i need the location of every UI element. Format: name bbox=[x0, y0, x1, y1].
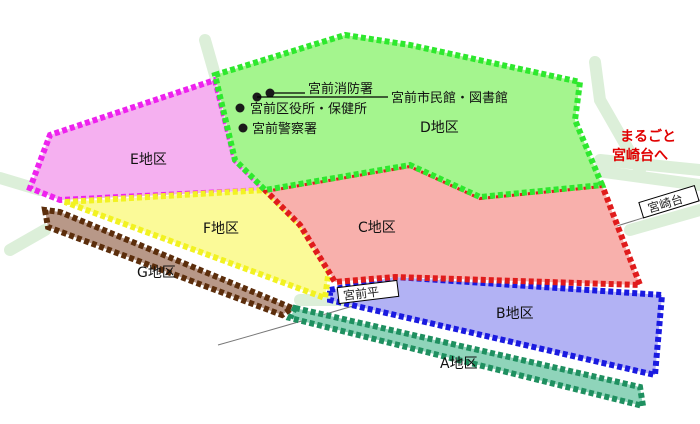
fire-station-label: 宮前消防署 bbox=[308, 81, 373, 97]
station-miyamaedaira[interactable]: 宮前平 bbox=[336, 279, 400, 305]
zone-c-label: C地区 bbox=[358, 220, 396, 236]
station-miyazakidai-box bbox=[638, 184, 700, 219]
fire-station-marker bbox=[265, 88, 275, 98]
zone-d-area[interactable] bbox=[211, 31, 607, 201]
station-miyamaedaira-label: 宮前平 bbox=[342, 284, 380, 303]
facilities: 宮前消防署 宮前市民館・図書館 宮前区役所・保健所 宮前警察署 bbox=[235, 81, 508, 137]
police-station-label: 宮前警察署 bbox=[252, 121, 317, 137]
link-line-1: まるごと bbox=[620, 128, 676, 145]
zone-g-area[interactable] bbox=[41, 206, 299, 319]
link-line-2: 宮崎台へ bbox=[612, 147, 668, 164]
zone-a-area[interactable] bbox=[285, 304, 647, 411]
community-hall-label: 宮前市民館・図書館 bbox=[391, 90, 508, 106]
station-miyamaedaira-box bbox=[336, 279, 400, 305]
ward-office-label: 宮前区役所・保健所 bbox=[250, 101, 367, 117]
zone-a-label: A地区 bbox=[440, 356, 478, 372]
zone-b-label: B地区 bbox=[496, 306, 534, 322]
link-marugoto-miyazakidai[interactable]: まるごと 宮崎台へ bbox=[612, 128, 676, 164]
zone-e-label: E地区 bbox=[130, 152, 167, 168]
ward-office-marker bbox=[235, 103, 245, 113]
zone-b-area[interactable] bbox=[327, 273, 666, 379]
zone-g-label: G地区 bbox=[137, 265, 176, 281]
zone-f-label: F地区 bbox=[203, 221, 239, 237]
police-station-marker bbox=[238, 123, 248, 133]
zone-d-label: D地区 bbox=[420, 120, 459, 136]
